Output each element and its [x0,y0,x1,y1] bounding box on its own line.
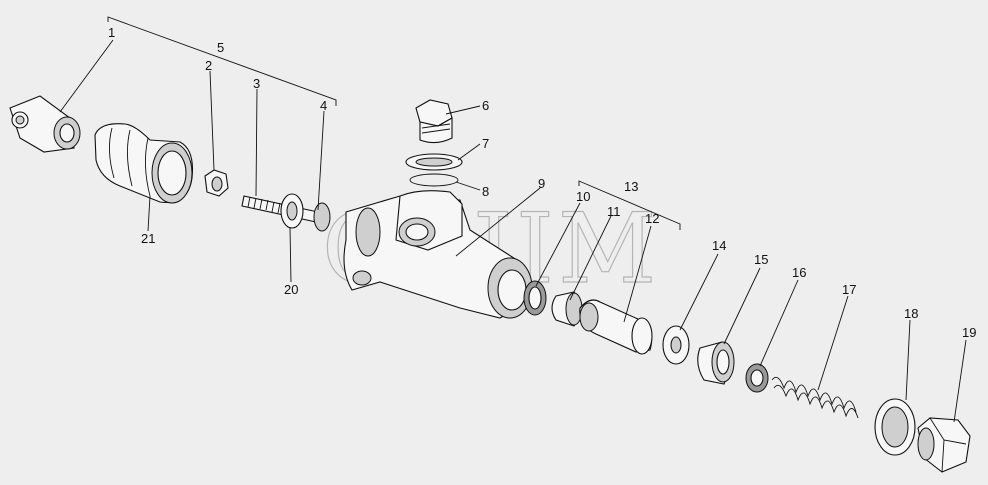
callout-7: 7 [482,136,489,151]
callout-4: 4 [320,98,327,113]
callout-8: 8 [482,184,489,199]
callout-21: 21 [141,231,155,246]
group-bracket-1-5 [107,16,337,106]
part-18-gasket [874,398,916,456]
part-15-sleeve [697,341,735,385]
part-17-spring [771,376,859,419]
callout-16: 16 [792,265,806,280]
part-19-end-plug [917,417,971,473]
part-11-cup [551,291,583,327]
part-12-piston [579,299,653,355]
callout-3: 3 [253,76,260,91]
callout-12: 12 [645,211,659,226]
callout-9: 9 [538,176,545,191]
part-20-washer [280,193,304,229]
callout-5: 5 [217,40,224,55]
part-21-boot [94,123,194,204]
leader-lines [59,39,967,423]
callout-6: 6 [482,98,489,113]
callout-17: 17 [842,282,856,297]
part-8-ring [409,173,459,187]
part-10-seal [523,280,547,316]
callout-13: 13 [624,179,638,194]
callout-1: 1 [108,25,115,40]
callout-15: 15 [754,252,768,267]
cylinder-body [343,190,533,319]
callout-19: 19 [962,325,976,340]
callout-20: 20 [284,282,298,297]
callout-18: 18 [904,306,918,321]
callout-14: 14 [712,238,726,253]
part-16-retainer [745,363,769,393]
callout-2: 2 [205,58,212,73]
part-2-nut [204,169,229,197]
callout-10: 10 [576,189,590,204]
part-14-washer [662,325,690,365]
part-6-plug [415,99,453,144]
group-bracket-13 [578,180,681,230]
callouts: 1 2 3 4 5 6 7 8 9 10 11 12 13 14 15 16 1… [108,25,976,340]
callout-11: 11 [607,204,621,219]
part-1-clevis [9,95,81,153]
part-7-washer [405,153,463,171]
